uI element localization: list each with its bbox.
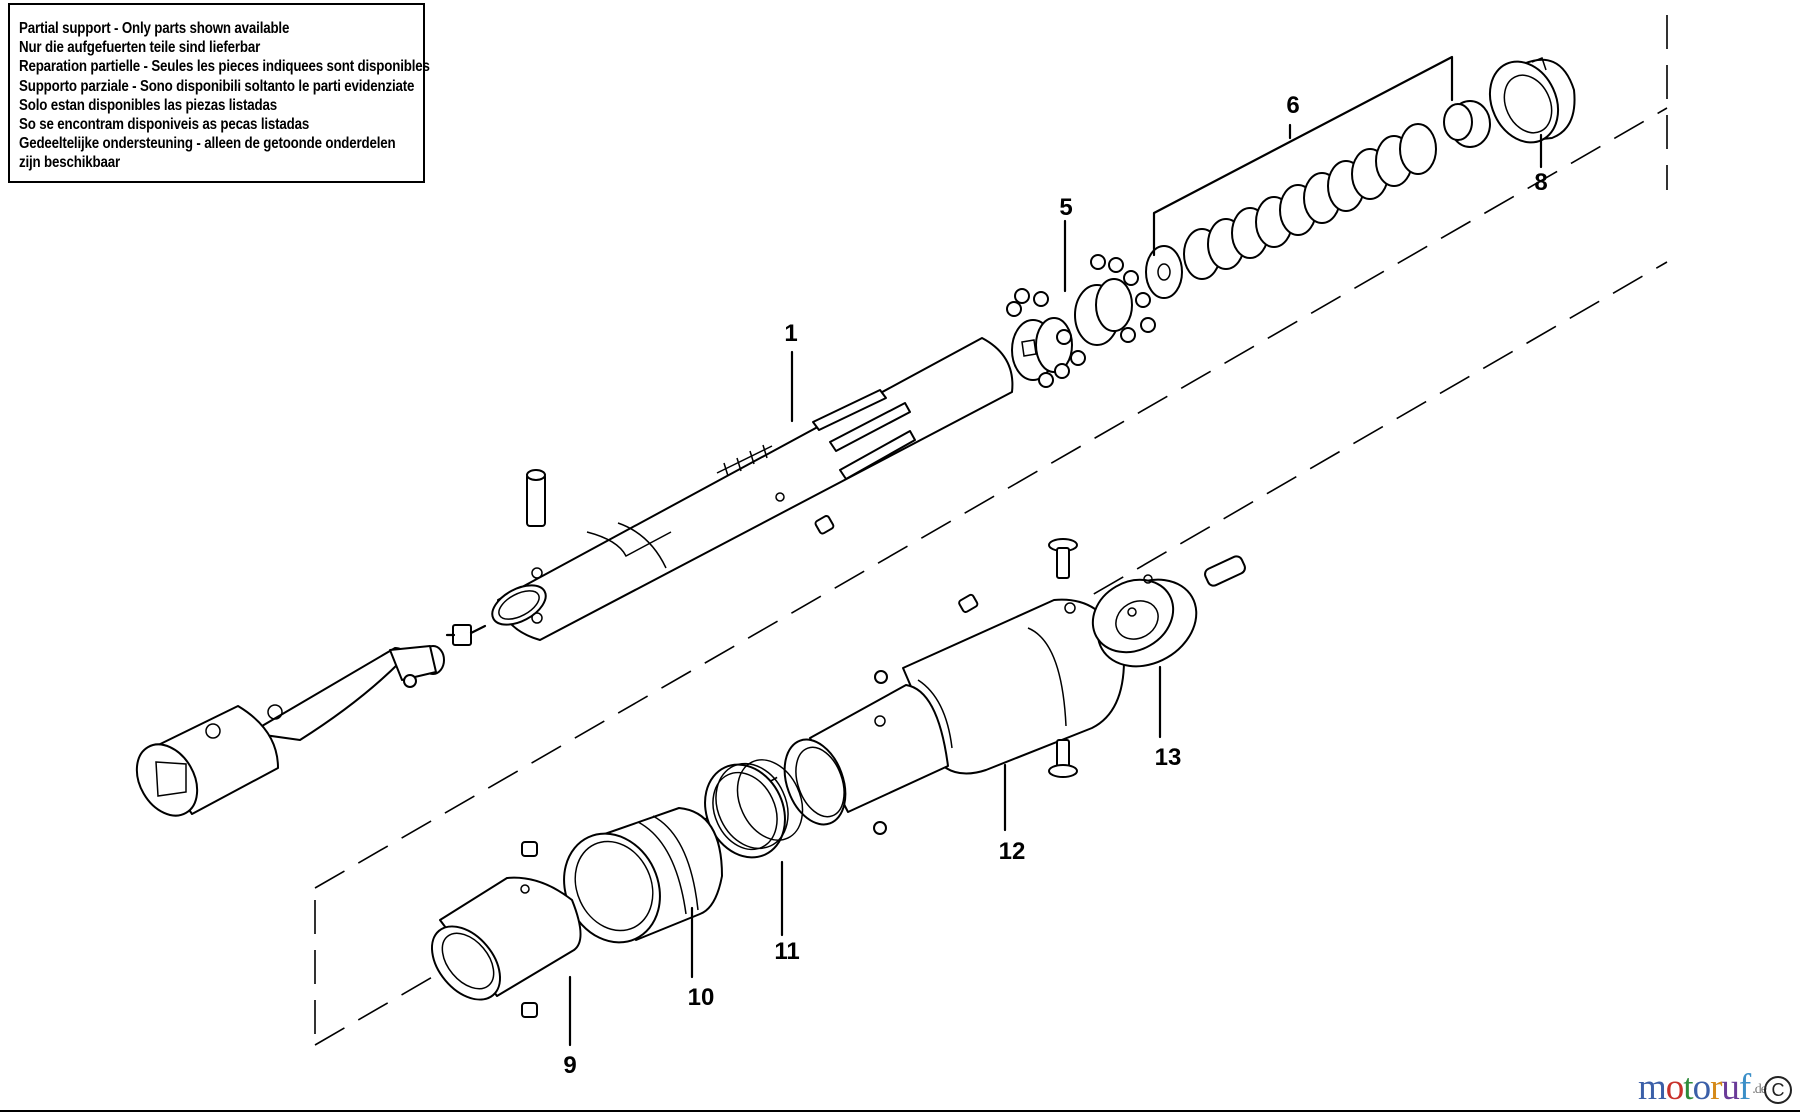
spring-coils xyxy=(1183,123,1437,280)
socket-adapter[interactable] xyxy=(125,645,445,826)
screw-bottom[interactable] xyxy=(1048,739,1078,778)
logo-letter: m xyxy=(1638,1067,1667,1108)
screw-top[interactable] xyxy=(1048,538,1078,579)
small-pin[interactable] xyxy=(814,515,835,535)
leader-lines xyxy=(568,55,1543,1047)
pin-right[interactable] xyxy=(1203,554,1247,587)
logo-letter: o xyxy=(1692,1067,1711,1108)
tube-marks xyxy=(716,444,773,477)
part-12-housing[interactable] xyxy=(774,598,1125,833)
callout-1: 1 xyxy=(784,320,797,347)
callout-10: 10 xyxy=(688,984,715,1011)
notice-line-3: Reparation partielle - Seules les pieces… xyxy=(19,58,430,76)
notice-line-7: Gedeeltelijke ondersteuning - alleen de … xyxy=(19,135,396,153)
callout-11: 11 xyxy=(774,938,799,965)
notice-line-1: Partial support - Only parts shown avail… xyxy=(19,20,290,37)
logo-letter: r xyxy=(1710,1067,1722,1108)
part-8-nut[interactable] xyxy=(1477,50,1576,153)
notice-line-6: So se encontram disponiveis as pecas lis… xyxy=(19,116,310,134)
notice-line-8: zijn beschikbaar xyxy=(19,154,120,172)
part-5-cage[interactable] xyxy=(1006,254,1156,388)
callout-8: 8 xyxy=(1534,169,1547,196)
callout-12: 12 xyxy=(999,838,1026,865)
small-balls[interactable] xyxy=(873,670,888,835)
part-11-ring[interactable] xyxy=(690,749,815,870)
pin-sleeve[interactable] xyxy=(526,469,546,527)
partial-support-notice: Partial support - Only parts shown avail… xyxy=(8,3,430,183)
notice-line-4: Supporto parziale - Sono disponibili sol… xyxy=(19,77,415,95)
motoruf-watermark-logo: motoruf.de xyxy=(1638,1066,1767,1109)
part-10-sleeve[interactable] xyxy=(547,807,723,958)
callout-9: 9 xyxy=(563,1052,576,1079)
logo-letter: o xyxy=(1665,1067,1684,1108)
notice-line-2: Nur die aufgefuerten teile sind lieferba… xyxy=(19,39,261,57)
callout-6: 6 xyxy=(1286,92,1299,119)
part-9-nose-cone[interactable] xyxy=(418,876,582,1013)
logo-letter: u xyxy=(1721,1067,1739,1108)
copyright-symbol: C xyxy=(1764,1076,1792,1104)
set-screws[interactable] xyxy=(521,841,538,1018)
part-6-spring-assembly[interactable] xyxy=(1145,100,1491,299)
pin-small-mid[interactable] xyxy=(958,593,979,613)
tube-slots xyxy=(812,389,916,480)
balls xyxy=(1006,254,1156,388)
logo-letter: t xyxy=(1683,1067,1693,1108)
notice-line-5: Solo estan disponibles las piezas listad… xyxy=(19,96,277,114)
logo-letter: f xyxy=(1738,1067,1751,1108)
part-1-main-tube[interactable] xyxy=(486,337,1014,641)
logo-suffix: .de xyxy=(1752,1082,1767,1097)
part-13-flange[interactable] xyxy=(1080,562,1212,683)
square-drive-connector[interactable] xyxy=(445,624,487,646)
callout-13: 13 xyxy=(1155,744,1182,771)
callout-5: 5 xyxy=(1059,194,1072,221)
callouts: 1 5 6 8 9 10 11 12 13 xyxy=(563,92,1547,1079)
